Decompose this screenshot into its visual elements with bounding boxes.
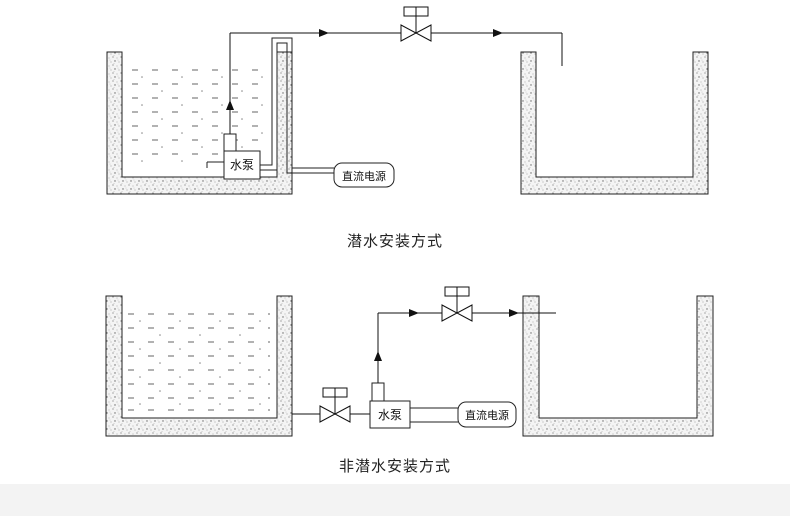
pump-bottom: 水泵: [369, 382, 411, 429]
outlet-pipe-bottom: [374, 309, 556, 383]
caption-non-submersible: 非潜水安装方式: [338, 457, 451, 475]
valve-top: [400, 6, 432, 42]
source-tank-top: [106, 51, 293, 195]
destination-tank-top: [520, 51, 709, 195]
non-submersible-diagram: 水泵 直流电源: [105, 286, 714, 437]
submersible-diagram: 水泵 直流电源: [106, 6, 709, 195]
power-cable-bottom: [410, 407, 458, 423]
source-tank-bottom: [105, 295, 293, 437]
dc-power-supply-top: 直流电源: [333, 162, 395, 188]
power-label: 直流电源: [465, 408, 509, 422]
destination-tank-bottom: [522, 295, 714, 437]
water-lines-bottom: [128, 313, 270, 411]
pump-label: 水泵: [230, 158, 254, 172]
water-lines-top: [132, 69, 268, 155]
outlet-valve-bottom: [441, 286, 473, 322]
pump-top: 水泵: [206, 133, 261, 180]
dc-power-supply-bottom: 直流电源: [457, 401, 517, 428]
water-dots-top: [141, 76, 263, 162]
outlet-pipe-top: [226, 29, 563, 134]
caption-submersible: 潜水安装方式: [346, 232, 443, 250]
footer-band: [0, 484, 790, 516]
pump-label: 水泵: [378, 408, 402, 422]
inlet-valve-bottom: [319, 387, 351, 423]
water-dots-bottom: [139, 320, 261, 405]
power-cable-top: [260, 37, 334, 174]
power-label: 直流电源: [342, 169, 386, 183]
